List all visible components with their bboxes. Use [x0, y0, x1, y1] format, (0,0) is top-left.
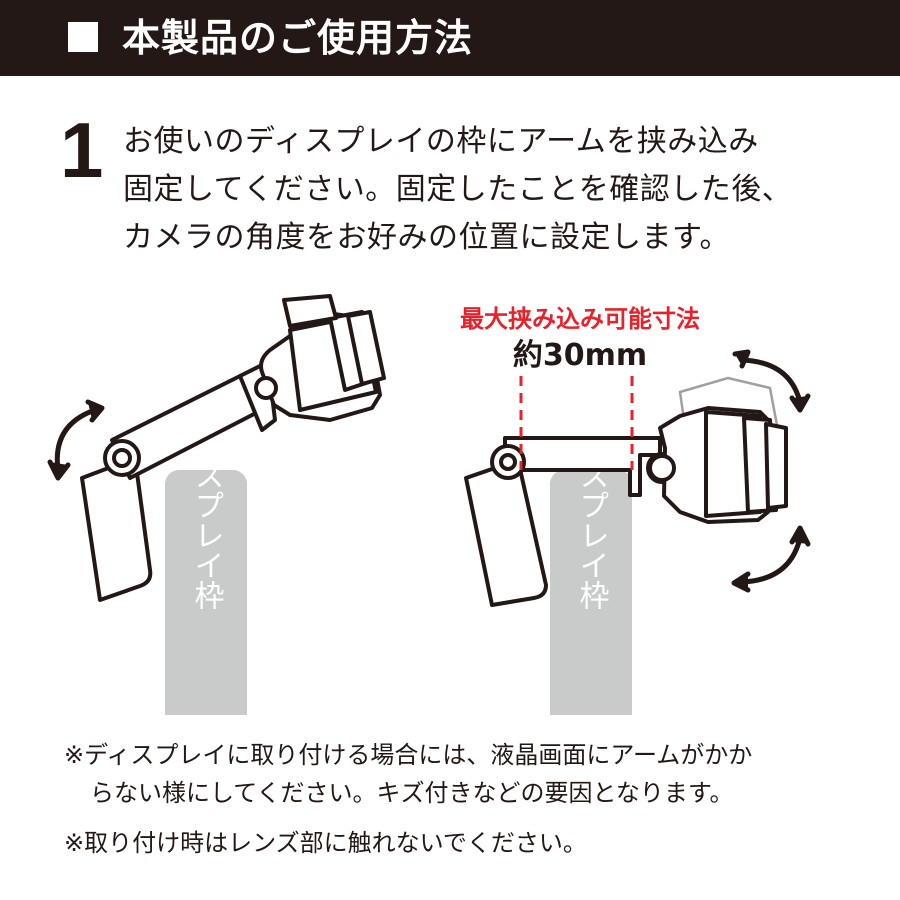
- instruction-line: 固定してください。固定したことを確認した後、: [123, 172, 793, 207]
- step-number: 1: [60, 106, 104, 194]
- square-bullet-icon: [68, 22, 98, 52]
- section-header: 本製品のご使用方法: [0, 0, 900, 76]
- section-title: 本製品のご使用方法: [122, 16, 474, 60]
- rotate-arrow-top-right-icon: [732, 349, 811, 413]
- max-clamp-label: 最大挟み込み可能寸法: [460, 305, 700, 333]
- rotate-arrow-bottom-right-icon: [731, 525, 811, 593]
- step-instructions: お使いのディスプレイの枠にアームを挟み込み 固定してください。固定したことを確認…: [123, 118, 843, 262]
- note-line: ※ディスプレイに取り付ける場合には、液晶画面にアームがかか: [64, 741, 753, 769]
- notes: ※ディスプレイに取り付ける場合には、液晶画面にアームがかか らない様にしてくださ…: [64, 736, 864, 862]
- camera-right: [648, 406, 788, 524]
- display-frame-right: ディスプレイ枠: [550, 400, 632, 715]
- camera-left: [254, 294, 386, 422]
- display-frame-label: ディスプレイ枠: [574, 400, 610, 610]
- instruction-line: カメラの角度をお好みの位置に設定します。: [123, 220, 730, 255]
- max-clamp-value: 約30mm: [512, 338, 648, 373]
- clamp-foot-left: [80, 456, 153, 602]
- clamp-foot-right: [464, 458, 548, 607]
- rotate-arrow-left-icon: [47, 399, 105, 481]
- note-2: ※取り付け時はレンズ部に触れないでください。: [64, 829, 587, 857]
- instruction-line: お使いのディスプレイの枠にアームを挟み込み: [123, 124, 759, 159]
- note-line: らない様にしてください。キズ付きなどの要因となります。: [90, 779, 734, 807]
- note-1: ※ディスプレイに取り付ける場合には、液晶画面にアームがかか らない様にしてくださ…: [64, 736, 864, 812]
